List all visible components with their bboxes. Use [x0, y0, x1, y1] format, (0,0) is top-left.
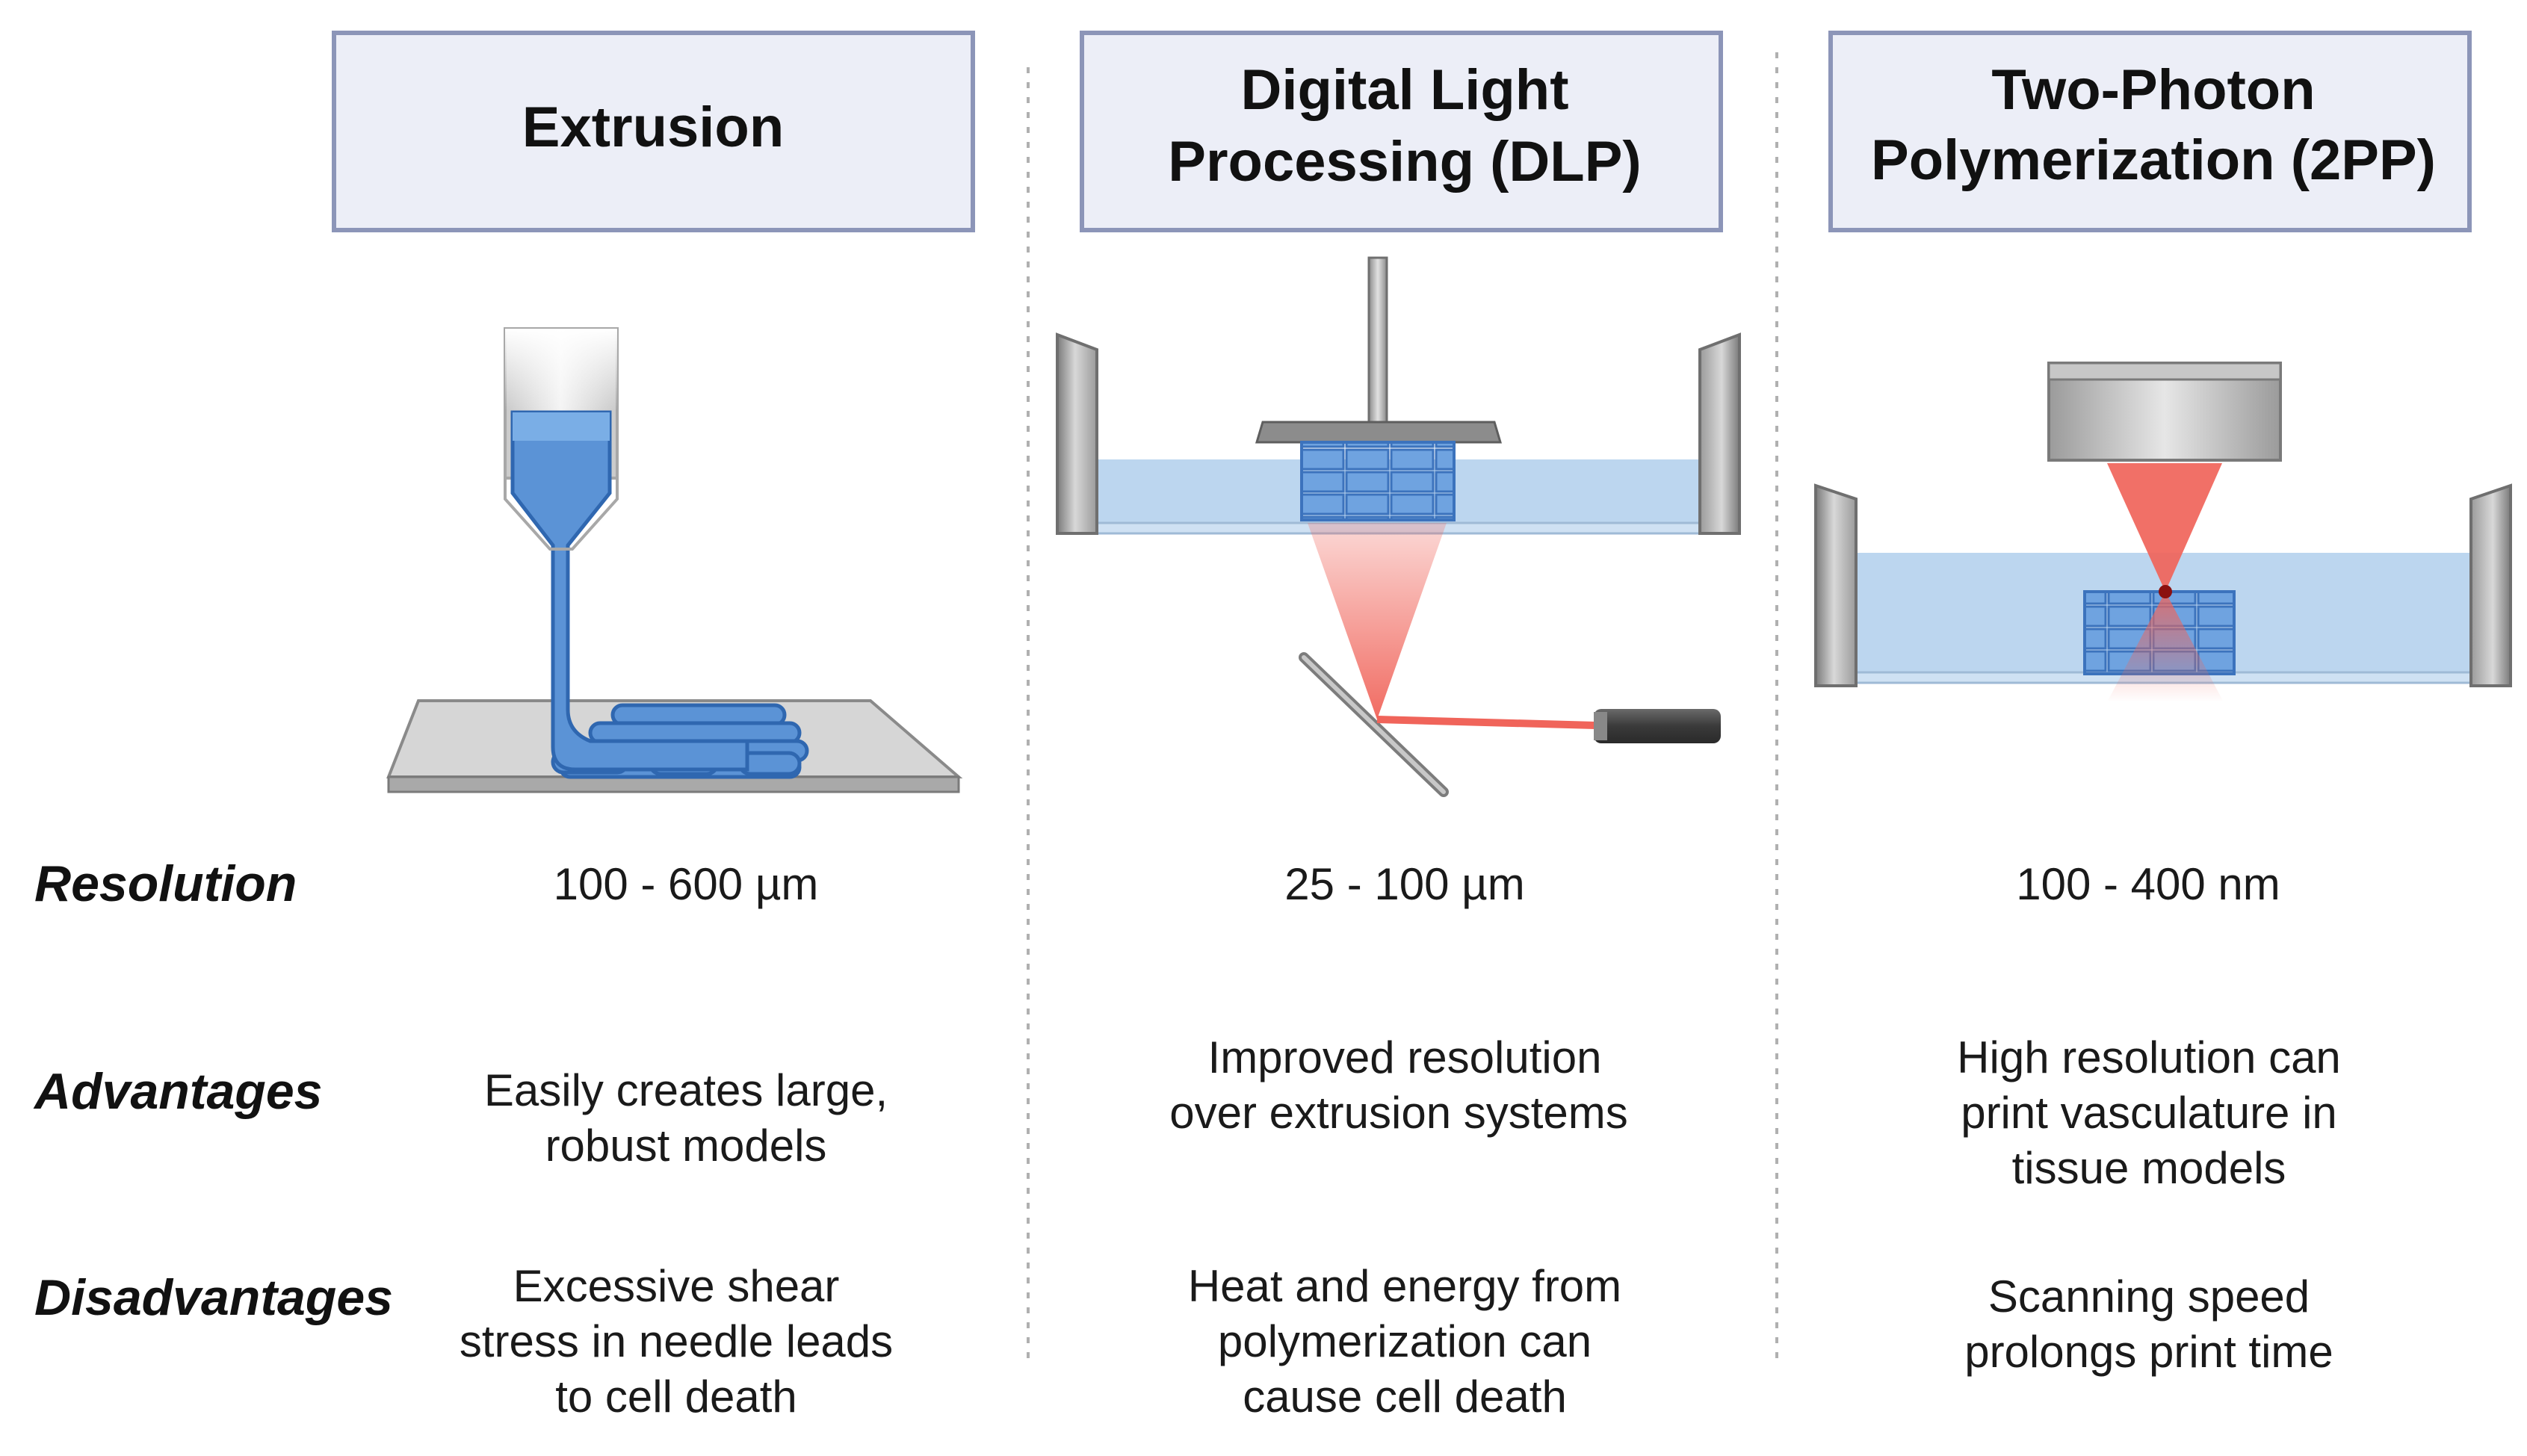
row-label-resolution: Resolution: [34, 855, 297, 912]
resolution-2pp: 100 - 400 nm: [2016, 859, 2280, 909]
advantages-2pp: High resolution can print vasculature in…: [1957, 1032, 2341, 1193]
resolution-dlp: 25 - 100 µm: [1284, 859, 1524, 909]
header-title-line: Processing (DLP): [1168, 130, 1641, 193]
header-title-line: Digital Light: [1240, 58, 1568, 122]
cell-line: Heat and energy from: [1188, 1261, 1621, 1311]
cell-line: robust models: [545, 1121, 827, 1171]
row-label-advantages: Advantages: [33, 1063, 322, 1120]
cell-line: prolongs print time: [1964, 1327, 2333, 1377]
twophoton-illustration: [1814, 362, 2512, 702]
cell-line: High resolution can: [1957, 1032, 2341, 1082]
header-title-line: Extrusion: [522, 96, 785, 159]
cell-line: to cell death: [555, 1372, 797, 1422]
header-title-line: Polymerization (2PP): [1871, 128, 2436, 192]
advantages-dlp: Improved resolution over extrusion syste…: [1169, 1032, 1628, 1138]
cell-line: polymerization can: [1218, 1316, 1592, 1366]
cell-line: print vasculature in: [1961, 1088, 2337, 1138]
cell-line: stress in needle leads: [460, 1316, 893, 1366]
advantages-extrusion: Easily creates large, robust models: [484, 1065, 888, 1171]
cell-line: Easily creates large,: [484, 1065, 888, 1115]
header-2pp: Two-Photon Polymerization (2PP): [1828, 31, 2472, 232]
row-label-disadvantages: Disadvantages: [34, 1269, 393, 1326]
cell-line: Scanning speed: [1988, 1271, 2310, 1322]
cell-line: Improved resolution: [1208, 1032, 1602, 1082]
cell-line: over extrusion systems: [1169, 1088, 1628, 1138]
disadvantages-dlp: Heat and energy from polymerization can …: [1188, 1261, 1621, 1422]
header-title-line: Two-Photon: [1991, 58, 2315, 122]
header-dlp: Digital Light Processing (DLP): [1080, 31, 1723, 232]
disadvantages-extrusion: Excessive shear stress in needle leads t…: [460, 1261, 893, 1422]
disadvantages-2pp: Scanning speed prolongs print time: [1964, 1271, 2333, 1377]
dlp-illustration: [1056, 256, 1741, 797]
cell-line: cause cell death: [1243, 1372, 1567, 1422]
resolution-extrusion: 100 - 600 µm: [554, 859, 819, 909]
cell-line: tissue models: [2012, 1143, 2286, 1193]
cell-line: Excessive shear: [513, 1261, 840, 1311]
header-extrusion: Extrusion: [332, 31, 975, 232]
extrusion-illustration: [386, 327, 963, 793]
